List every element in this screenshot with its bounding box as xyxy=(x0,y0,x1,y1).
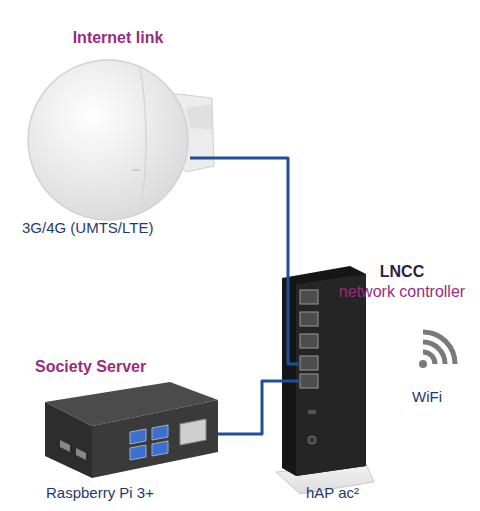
device-caption: hAP ac² xyxy=(306,484,359,502)
device-subtitle: network controller xyxy=(339,282,465,301)
wifi-arc xyxy=(423,342,445,364)
server-device: Society ServerRaspberry Pi 3+ xyxy=(35,355,218,505)
antenna-device: Internet link 3G/4G (UMTS/LTE) xyxy=(15,22,190,247)
raspberry-pi-illustration xyxy=(45,382,218,478)
wifi-arc xyxy=(423,352,435,364)
micro-usb-port xyxy=(60,440,70,452)
usb-port xyxy=(152,425,168,440)
power-jack xyxy=(308,436,316,444)
antenna-bracket-face xyxy=(186,104,212,130)
usb-port xyxy=(130,429,146,444)
router-illustration xyxy=(276,266,374,494)
case-front xyxy=(45,402,92,478)
ethernet-port xyxy=(180,419,206,445)
case-side xyxy=(92,400,218,478)
network-cable xyxy=(190,158,300,364)
device-caption: Raspberry Pi 3+ xyxy=(46,484,154,502)
usb-port xyxy=(152,441,168,456)
ethernet-port xyxy=(300,356,318,370)
network-cable xyxy=(218,381,300,434)
wifi-dot xyxy=(419,360,427,368)
ethernet-port xyxy=(300,290,318,304)
router-device: LNCCnetwork controller hAP ac² xyxy=(300,262,470,507)
antenna-seam xyxy=(140,66,146,214)
wifi-symbol xyxy=(419,332,455,368)
device-title: LNCC xyxy=(380,262,424,281)
wifi-arc xyxy=(423,332,455,364)
device-title: Society Server xyxy=(35,357,146,376)
usb-port xyxy=(130,445,146,460)
router-front xyxy=(296,274,366,476)
ethernet-port xyxy=(300,334,318,348)
antenna-mark xyxy=(132,169,140,171)
ethernet-port xyxy=(300,374,318,388)
hdmi-port xyxy=(76,448,86,460)
router-ports xyxy=(300,290,318,388)
button xyxy=(308,410,316,414)
pi-ports xyxy=(60,419,206,460)
device-title: Internet link xyxy=(73,28,164,47)
device-caption: 3G/4G (UMTS/LTE) xyxy=(22,219,153,237)
wifi-label: WiFi xyxy=(412,388,442,406)
antenna-illustration xyxy=(28,60,214,220)
antenna-dish xyxy=(28,60,188,220)
ethernet-port xyxy=(300,312,318,326)
